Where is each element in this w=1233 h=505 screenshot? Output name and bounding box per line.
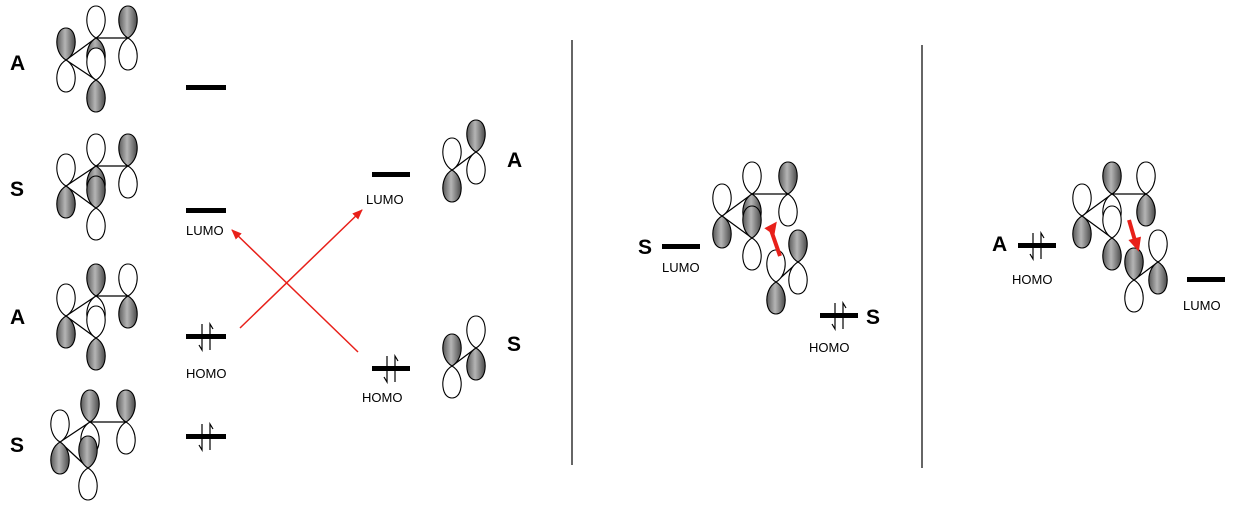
symmetry-label-mo2: S [10,178,24,201]
symmetry-label-ethylene-lumo: A [507,149,522,172]
energy-level-mo1 [186,85,226,90]
energy-level-middle-homo [820,313,858,318]
lumo-label-middle: LUMO [662,260,700,275]
homo-label-left: HOMO [186,366,226,381]
energy-level-right-homo [1018,243,1056,248]
homo-label-middle: HOMO [809,340,849,355]
arrow-middle-head [764,221,777,236]
arrow-homo-ethylene-to-lumo-diene [231,229,359,353]
symmetry-label-right-left: A [992,233,1007,256]
diene-orbital-mo3 [57,264,137,370]
symmetry-label-ethylene-homo: S [507,333,521,356]
diene-orbital-mo1 [57,6,137,112]
right-ethylene-orbital [1125,230,1167,312]
homo-label-right: HOMO [1012,272,1052,287]
energy-level-ethylene-lumo [372,172,410,177]
energy-level-mo4 [186,434,226,439]
energy-level-mo3 [186,334,226,339]
energy-level-right-lumo [1187,277,1225,282]
energy-level-mo2 [186,208,226,213]
lumo-label-left: LUMO [186,223,224,238]
arrow-homo-diene-to-lumo-ethylene [239,209,363,329]
energy-level-ethylene-homo [372,366,410,371]
symmetry-label-mo3: A [10,306,25,329]
lumo-label-right: LUMO [1183,298,1221,313]
middle-ethylene-orbital [767,230,807,314]
diene-orbital-mo2 [57,134,137,240]
ethylene-orbital-homo [443,316,485,398]
lumo-label-ethylene: LUMO [366,192,404,207]
ethylene-orbital-lumo [443,120,485,202]
arrow-middle-overlap [769,229,782,257]
homo-label-ethylene: HOMO [362,390,402,405]
symmetry-label-mo4: S [10,434,24,457]
arrow-right-head [1128,236,1141,252]
diene-orbital-mo4 [51,390,135,500]
middle-diene-orbital [713,162,797,270]
symmetry-label-middle-right: S [866,306,880,329]
right-diene-orbital [1073,162,1155,270]
symmetry-label-mo1: A [10,52,25,75]
energy-level-middle-lumo [662,244,700,249]
symmetry-label-middle-left: S [638,236,652,259]
